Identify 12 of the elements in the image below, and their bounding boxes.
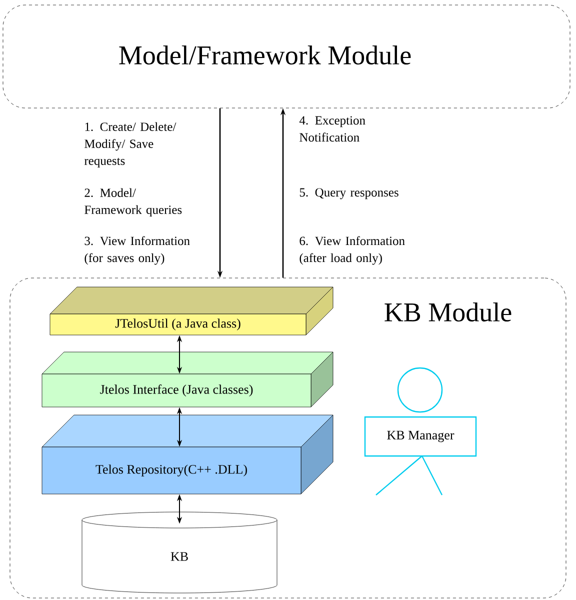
annotation-text: 6. View Information (after load only) xyxy=(300,236,405,265)
annotation-text: 5. Query responses xyxy=(300,188,398,200)
annotation-text: 3. View Information (for saves only) xyxy=(84,236,190,265)
module-box: Model/Framework Module xyxy=(2,4,570,108)
layer-block: Jtelos Interface (Java classes) xyxy=(42,352,334,408)
node-label: JTelosUtil (a Java class) xyxy=(115,318,240,330)
database-cylinder: KB xyxy=(82,512,278,594)
layer-block: Telos Repository(C++ .DLL) xyxy=(42,414,334,494)
layer-block: JTelosUtil (a Java class) xyxy=(50,286,334,336)
annotation-text: 2. Model/ Framework queries xyxy=(84,188,182,217)
annotation-text: 1. Create/ Delete/ Modify/ Save requests xyxy=(84,122,176,168)
role-box: KB Manager xyxy=(364,416,477,457)
